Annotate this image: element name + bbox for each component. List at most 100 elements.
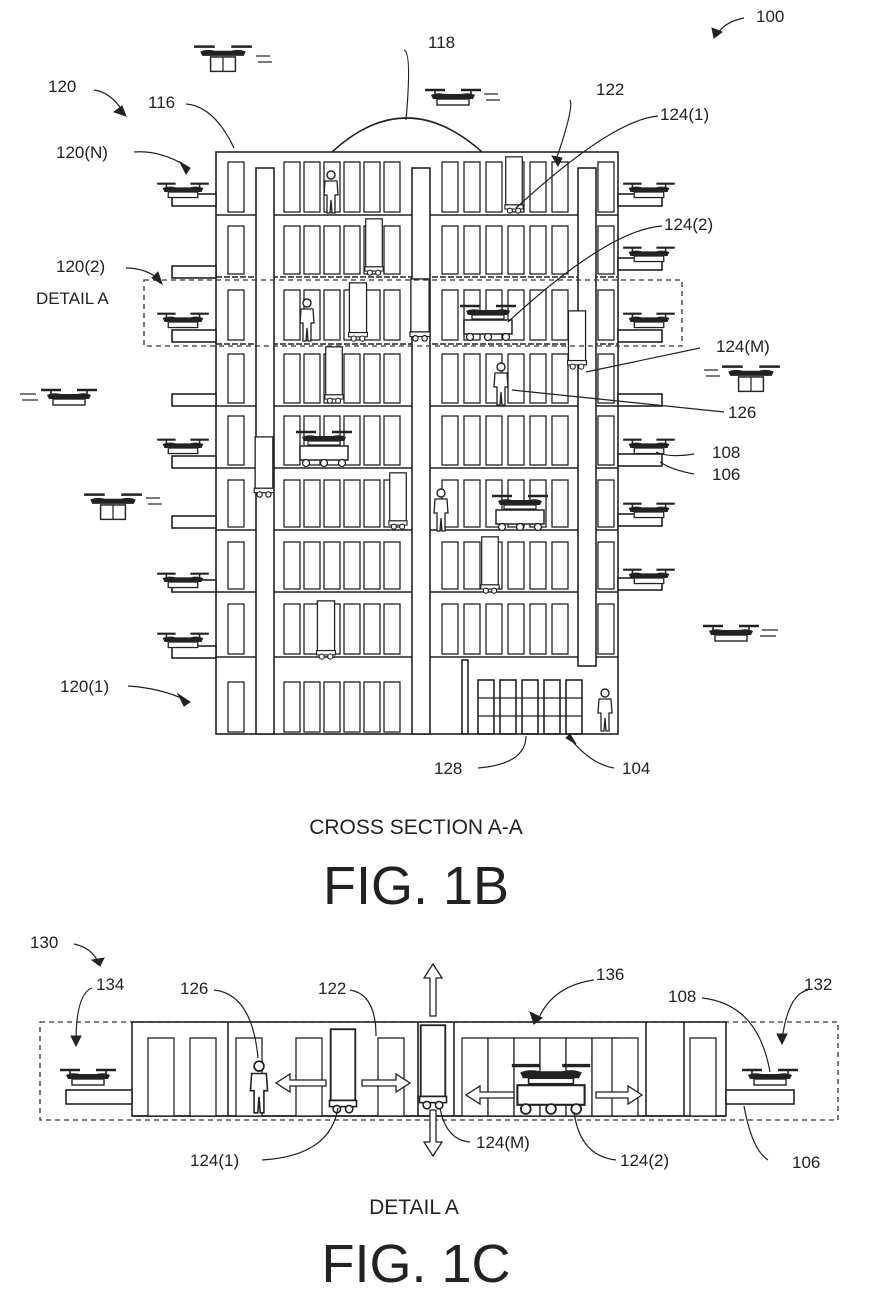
ref-106: 106 [712, 465, 740, 484]
rack-bay [363, 681, 381, 733]
rack-bay [227, 541, 245, 590]
ref-124-m: 124(M) [476, 1133, 530, 1152]
rack-bay [551, 225, 569, 275]
rack-bay [227, 353, 245, 404]
roof-dome [331, 117, 483, 153]
fig1b-cross-section: 100 118 120 116 122 124(1) 120(N) 124(2)… [20, 7, 784, 916]
cart-robot-icon [294, 430, 354, 468]
rack-bay [441, 353, 459, 404]
landing-platform [171, 393, 217, 407]
rack-bay [227, 289, 245, 341]
rack-bay [551, 353, 569, 404]
drone-icon [192, 45, 254, 73]
rack-bay [363, 541, 381, 590]
rack-bay [597, 479, 615, 528]
ref-124-2: 124(2) [664, 215, 713, 234]
rack-bay [227, 161, 245, 213]
rack-bay [303, 225, 321, 275]
tall-robot-icon [566, 310, 588, 370]
landing-platform [171, 265, 217, 279]
ref-124-m: 124(M) [716, 337, 770, 356]
landing-platforms [155, 182, 677, 659]
rack-bay [441, 289, 459, 341]
rack-bay [529, 415, 547, 466]
rack-bay [441, 603, 459, 655]
rack-bay [283, 161, 301, 213]
ref-118: 118 [428, 33, 455, 52]
rack-bay [363, 161, 381, 213]
motion-lines [20, 55, 778, 637]
ref-120-n: 120(N) [56, 143, 108, 162]
rack-bay [597, 353, 615, 404]
rack-bay [283, 353, 301, 404]
rack-bay [551, 479, 569, 528]
tall-robot-icon [347, 282, 369, 342]
rack-bay [441, 161, 459, 213]
rack-bay [383, 225, 401, 275]
ref-122: 122 [318, 979, 346, 998]
ref-134: 134 [96, 975, 124, 994]
rack-bay [551, 289, 569, 341]
rack-bay [597, 225, 615, 275]
ref-124-1: 124(1) [660, 105, 709, 124]
ref-100: 100 [756, 7, 784, 26]
ref-128: 128 [434, 759, 462, 778]
rack-bay [343, 541, 361, 590]
rack-bay [463, 225, 481, 275]
rack-bay [383, 289, 401, 341]
leader-lines [93, 17, 745, 769]
ref-106: 106 [792, 1153, 820, 1172]
rack-bay [343, 353, 361, 404]
tall-robot-icon [328, 1028, 358, 1114]
landing-platform [171, 329, 217, 343]
rack-bay [283, 541, 301, 590]
ref-124-2: 124(2) [620, 1151, 669, 1170]
rack-bay [383, 161, 401, 213]
rack-bay [463, 603, 481, 655]
rack-bay [343, 479, 361, 528]
rack-bay [383, 541, 401, 590]
landing-platform [617, 329, 663, 343]
rack-bay [597, 161, 615, 213]
landing-platform [617, 393, 663, 407]
drone-icon [720, 365, 782, 393]
tall-robot-icon [480, 536, 500, 594]
rack-bay [487, 1037, 515, 1117]
rack-bay [529, 603, 547, 655]
rack-bay [529, 353, 547, 404]
rack-bay [463, 479, 481, 528]
rack-bay [295, 1037, 323, 1117]
arrow-icon [274, 962, 644, 1158]
rack-bay [463, 353, 481, 404]
rack-bay [507, 353, 525, 404]
rack-bay [323, 681, 341, 733]
ref-120: 120 [48, 77, 76, 96]
rack-bay [383, 681, 401, 733]
rack-bay [227, 603, 245, 655]
ref-120-1: 120(1) [60, 677, 109, 696]
rack-bay [485, 603, 503, 655]
ref-124-1: 124(1) [190, 1151, 239, 1170]
cart-robot-icon [490, 494, 550, 532]
rack-bay [463, 161, 481, 213]
detail-a-label: DETAIL A [36, 289, 109, 308]
rack-bay [441, 415, 459, 466]
landing-platform [171, 455, 217, 469]
rack-bay [283, 681, 301, 733]
rack-bay [227, 225, 245, 275]
drone-icon [740, 1068, 800, 1087]
landing-platform [171, 515, 217, 529]
rack-bay [597, 415, 615, 466]
rack-bay [303, 353, 321, 404]
drone-icon [82, 493, 144, 521]
ref-120-2: 120(2) [56, 257, 105, 276]
rack-bay [323, 289, 341, 341]
rack-bay [283, 225, 301, 275]
fig1c-caption: DETAIL A [369, 1196, 459, 1219]
ref-116: 116 [148, 93, 175, 112]
ref-126: 126 [728, 403, 756, 422]
rack-bay [463, 415, 481, 466]
rack-bay [343, 603, 361, 655]
tall-robot-icon [364, 218, 384, 276]
drone-icon [423, 88, 483, 107]
